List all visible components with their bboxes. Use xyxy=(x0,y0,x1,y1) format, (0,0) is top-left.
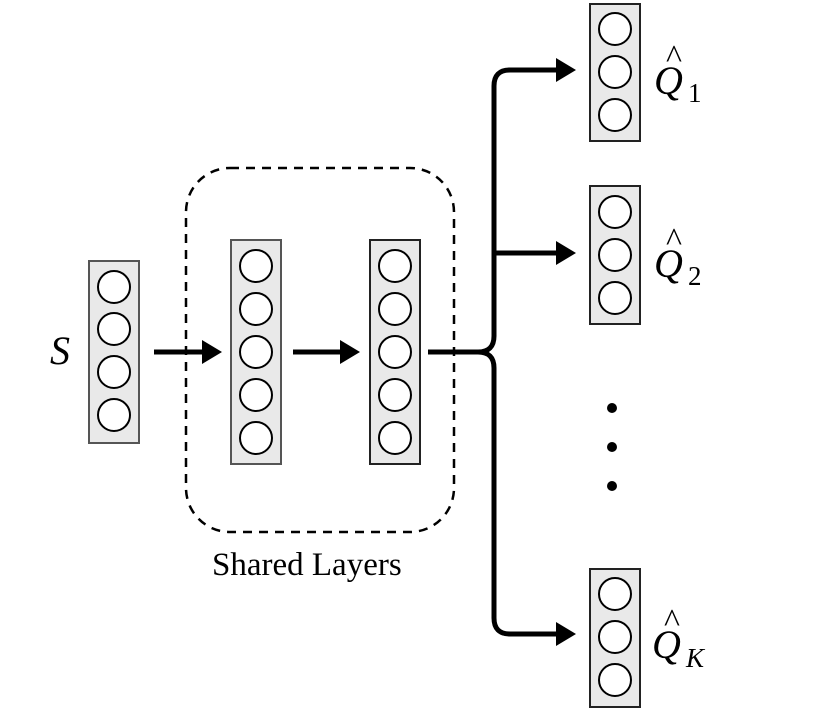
q-symbol: Q xyxy=(654,58,683,103)
branch-connector xyxy=(428,58,576,646)
neuron xyxy=(239,378,273,412)
output-head-k xyxy=(589,568,641,708)
ellipsis-dot xyxy=(607,442,617,452)
q-subscript: 2 xyxy=(688,261,702,291)
neuron xyxy=(378,249,412,283)
input-label: S xyxy=(50,328,70,373)
q-subscript: 1 xyxy=(688,78,702,108)
neuron xyxy=(239,335,273,369)
neuron xyxy=(97,312,131,346)
output-head-2 xyxy=(589,185,641,325)
neuron xyxy=(598,577,632,611)
neuron xyxy=(598,281,632,315)
q-subscript: K xyxy=(685,643,706,673)
q-symbol: Q xyxy=(652,622,681,667)
output-head-1 xyxy=(589,3,641,142)
neuron xyxy=(378,421,412,455)
shared-layer-1 xyxy=(230,239,282,465)
neuron xyxy=(239,292,273,326)
neuron xyxy=(598,620,632,654)
hat-mark: ^ xyxy=(664,603,680,640)
neuron xyxy=(598,12,632,46)
neuron xyxy=(378,292,412,326)
neuron xyxy=(598,98,632,132)
arrow-shared-1-to-shared-2 xyxy=(293,340,360,364)
ellipsis-dots xyxy=(607,403,617,491)
neuron xyxy=(97,355,131,389)
shared-layers-caption: Shared Layers xyxy=(212,547,402,583)
hat-mark: ^ xyxy=(666,39,682,76)
hat-mark: ^ xyxy=(666,222,682,259)
ellipsis-dot xyxy=(607,403,617,413)
arrow-input-to-shared-1 xyxy=(154,340,222,364)
neuron xyxy=(97,270,131,304)
neuron xyxy=(598,663,632,697)
ellipsis-dot xyxy=(607,481,617,491)
neuron xyxy=(378,335,412,369)
q-symbol: Q xyxy=(654,241,683,286)
neuron xyxy=(598,238,632,272)
neuron xyxy=(598,55,632,89)
output-label-2: ^ Q 2 xyxy=(654,222,702,291)
neuron xyxy=(378,378,412,412)
output-label-1: ^ Q 1 xyxy=(654,39,702,108)
neuron xyxy=(239,421,273,455)
neuron xyxy=(97,398,131,432)
neuron xyxy=(239,249,273,283)
input-layer xyxy=(88,260,140,444)
output-label-k: ^ Q K xyxy=(652,603,706,673)
shared-layer-2 xyxy=(369,239,421,465)
neuron xyxy=(598,195,632,229)
